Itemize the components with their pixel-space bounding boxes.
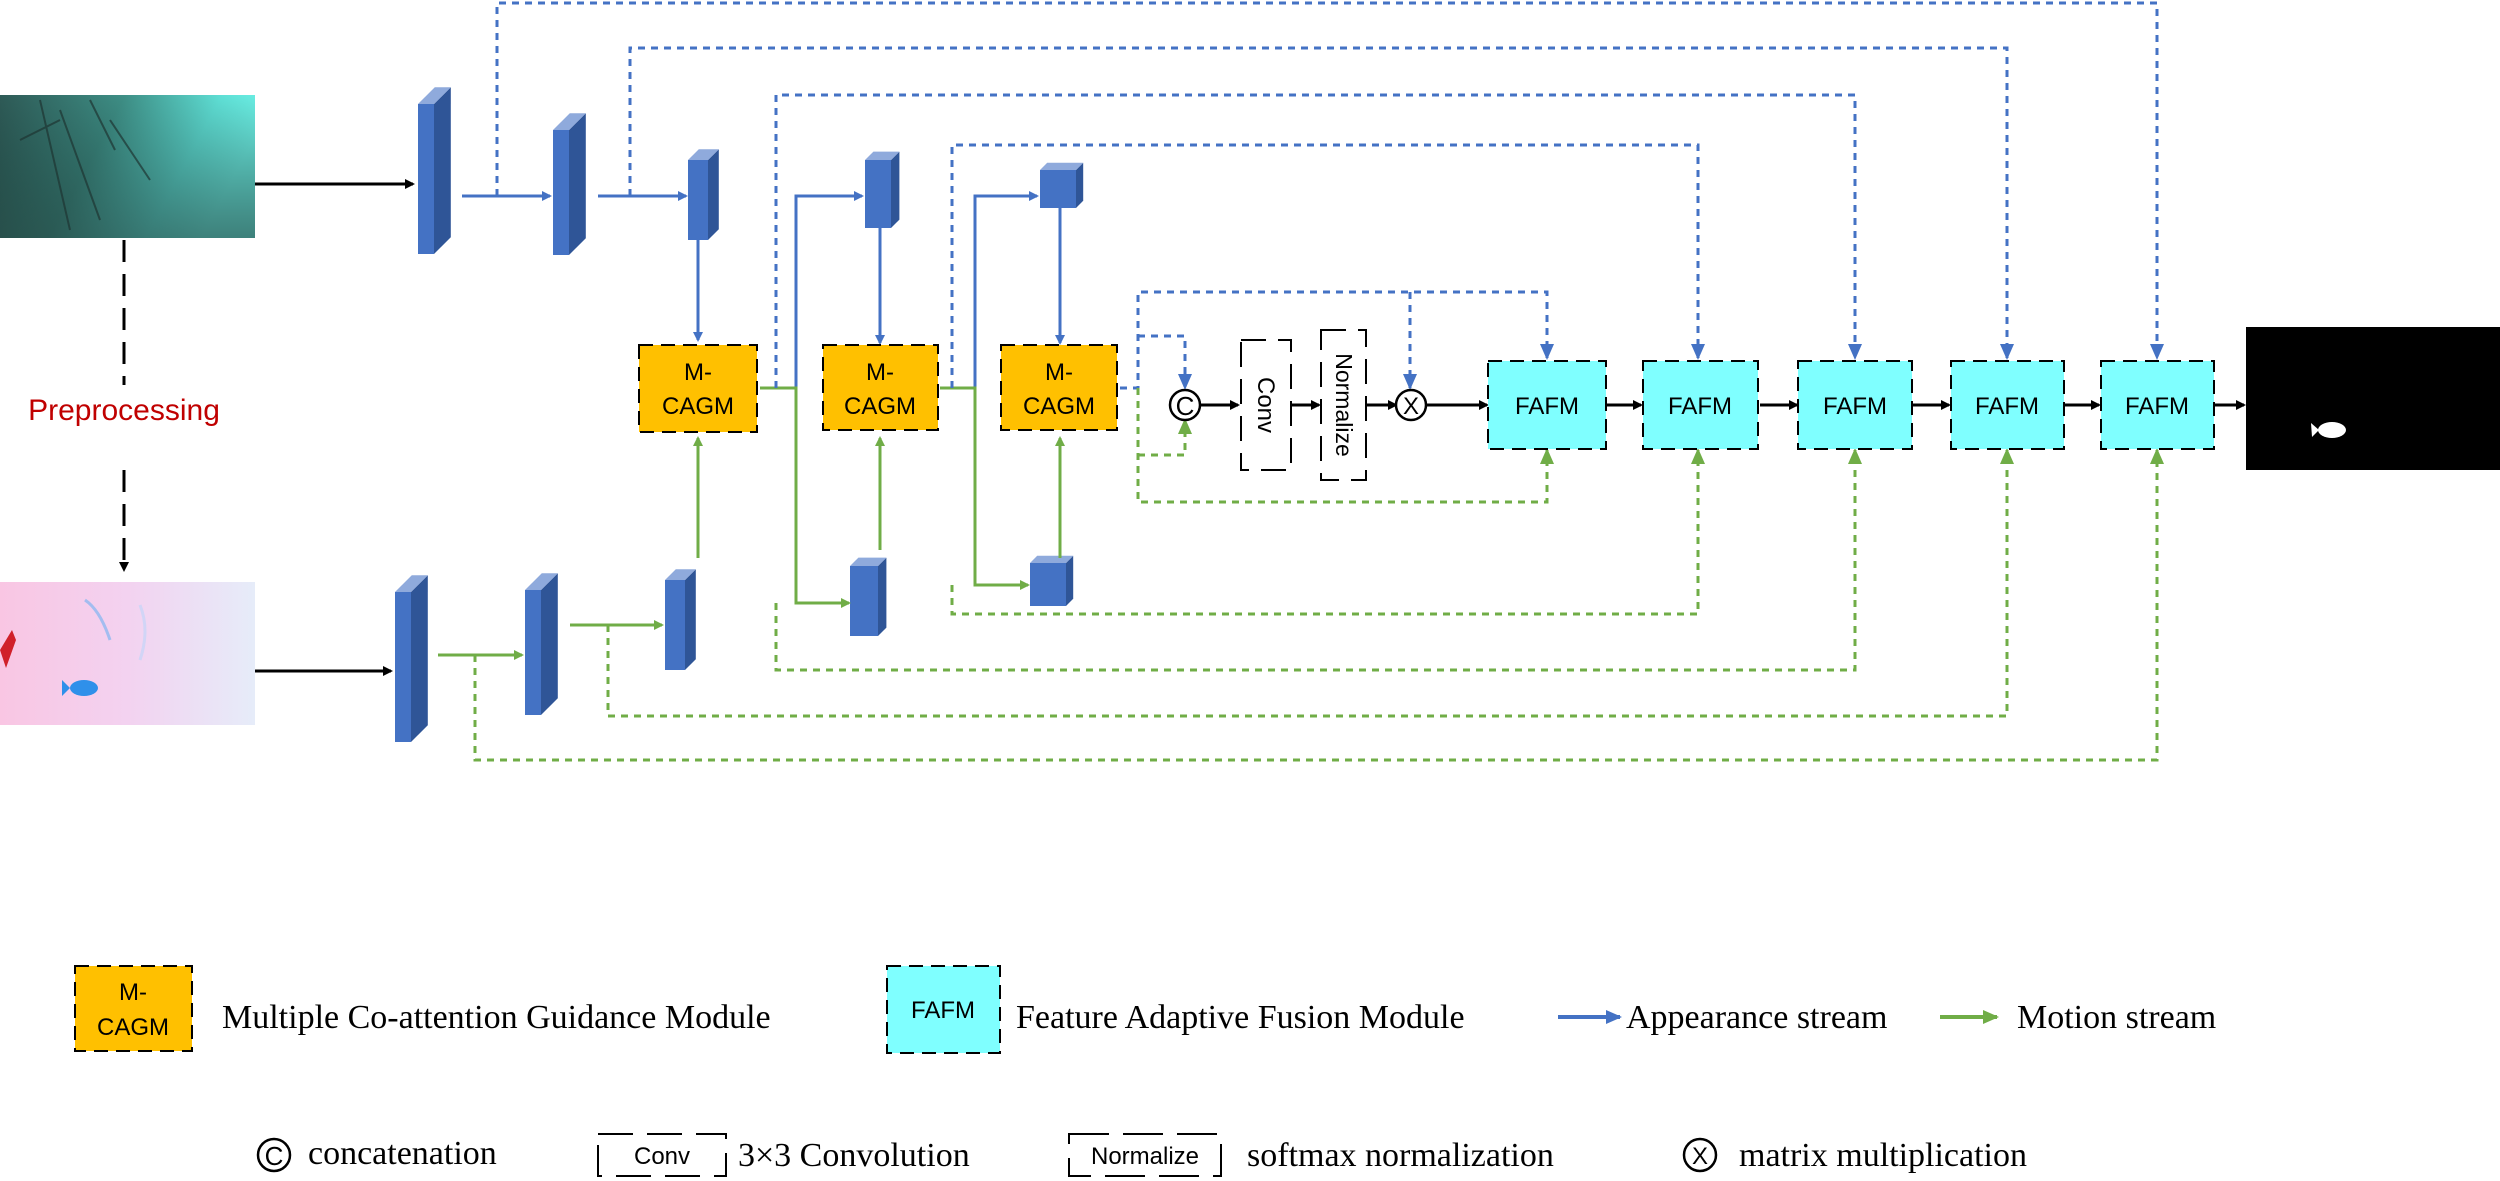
svg-text:CAGM: CAGM xyxy=(1023,393,1095,420)
legend-motion: Motion stream xyxy=(1940,999,2216,1036)
svg-text:CAGM: CAGM xyxy=(662,393,734,420)
legend-matmul-label: matrix multiplication xyxy=(1739,1137,2027,1174)
legend-fafm: FAFM Feature Adaptive Fusion Module xyxy=(886,965,1465,1054)
fafm-module-4: FAFM xyxy=(1950,360,2065,450)
appearance-block-5 xyxy=(1040,162,1084,208)
svg-text:M-: M- xyxy=(119,979,147,1006)
encoder-blocks xyxy=(395,87,1084,742)
legend-fafm-label: Feature Adaptive Fusion Module xyxy=(1016,999,1465,1036)
svg-text:CAGM: CAGM xyxy=(844,393,916,420)
svg-text:FAFM: FAFM xyxy=(1668,393,1732,420)
legend-concat: C concatenation xyxy=(256,1135,497,1173)
legend-appearance-label: Appearance stream xyxy=(1626,999,1887,1036)
mcagm-module-1: M- CAGM xyxy=(638,344,758,433)
svg-text:M-: M- xyxy=(684,359,712,386)
input-optical-flow xyxy=(0,582,255,725)
svg-text:M-: M- xyxy=(1045,359,1073,386)
svg-text:C: C xyxy=(1176,391,1195,421)
motion-skip-connections xyxy=(473,388,2164,762)
preprocessing-label: Preprocessing xyxy=(28,394,220,427)
svg-text:X: X xyxy=(1403,393,1419,420)
legend-concat-label: concatenation xyxy=(308,1135,497,1172)
normalize-module: Normalize xyxy=(1320,329,1367,481)
legend-mcagm-label: Multiple Co-attention Guidance Module xyxy=(222,999,771,1036)
fafm-module-5: FAFM xyxy=(2100,360,2215,450)
mcagm-module-2: M- CAGM xyxy=(822,344,939,431)
appearance-arrows xyxy=(462,191,1065,388)
fafm-module-2: FAFM xyxy=(1642,360,1759,450)
legend: M- CAGM Multiple Co-attention Guidance M… xyxy=(74,965,2216,1177)
appearance-block-1 xyxy=(418,87,451,254)
input-arrows xyxy=(255,179,415,676)
mcagm-module-3: M- CAGM xyxy=(1000,344,1118,431)
svg-text:Normalize: Normalize xyxy=(1331,353,1357,457)
motion-block-2 xyxy=(525,573,558,715)
appearance-block-3 xyxy=(688,149,719,240)
motion-arrows xyxy=(438,386,1065,660)
svg-text:Normalize: Normalize xyxy=(1091,1143,1199,1170)
legend-conv: Conv 3×3 Convolution xyxy=(597,1133,970,1177)
svg-text:FAFM: FAFM xyxy=(2125,393,2189,420)
fafm-module-1: FAFM xyxy=(1487,360,1607,450)
legend-mcagm: M- CAGM Multiple Co-attention Guidance M… xyxy=(74,965,771,1052)
svg-text:X: X xyxy=(1692,1143,1708,1170)
svg-text:FAFM: FAFM xyxy=(1515,393,1579,420)
svg-text:FAFM: FAFM xyxy=(1975,393,2039,420)
output-saliency-map xyxy=(2246,327,2500,470)
svg-text:Conv: Conv xyxy=(634,1143,690,1170)
legend-normalize: Normalize softmax normalization xyxy=(1068,1133,1554,1177)
legend-conv-label: 3×3 Convolution xyxy=(738,1137,970,1174)
appearance-block-4 xyxy=(865,151,900,228)
legend-appearance: Appearance stream xyxy=(1558,999,1887,1036)
input-rgb-frame xyxy=(0,95,255,238)
svg-text:FAFM: FAFM xyxy=(911,997,975,1024)
concatenation-icon: C xyxy=(1168,388,1202,422)
matrix-multiplication-icon: X xyxy=(1394,388,1428,422)
svg-text:M-: M- xyxy=(866,359,894,386)
motion-block-5 xyxy=(1030,555,1074,606)
appearance-skip-connections xyxy=(495,1,2164,390)
motion-block-4 xyxy=(850,557,887,636)
motion-block-3 xyxy=(665,569,696,670)
svg-text:Conv: Conv xyxy=(1252,377,1279,433)
legend-normalize-label: softmax normalization xyxy=(1247,1137,1554,1174)
svg-text:CAGM: CAGM xyxy=(97,1014,169,1041)
svg-text:FAFM: FAFM xyxy=(1823,393,1887,420)
conv-module: Conv xyxy=(1240,339,1292,471)
legend-matmul: X matrix multiplication xyxy=(1682,1137,2027,1174)
svg-text:C: C xyxy=(265,1141,284,1171)
fafm-module-3: FAFM xyxy=(1797,360,1913,450)
motion-block-1 xyxy=(395,575,428,742)
appearance-block-2 xyxy=(553,113,586,255)
legend-motion-label: Motion stream xyxy=(2017,999,2216,1036)
